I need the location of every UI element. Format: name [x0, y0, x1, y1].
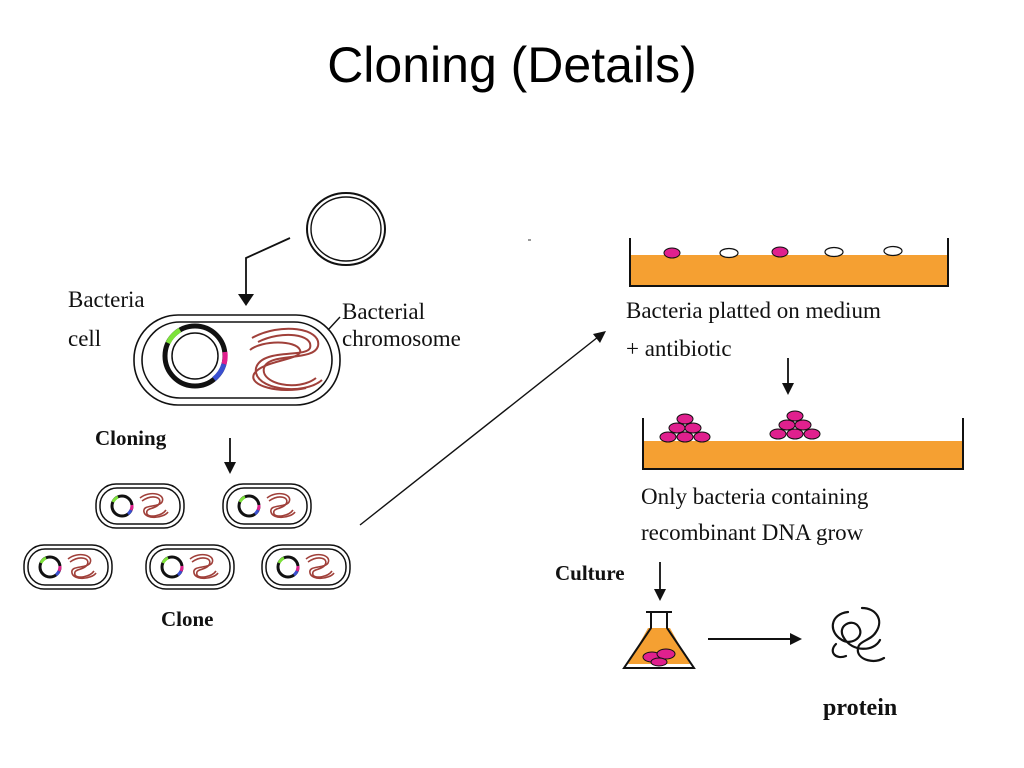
colony	[883, 245, 903, 257]
protein-icon	[831, 606, 886, 662]
clone-cell	[223, 484, 311, 528]
culture-flask	[622, 611, 696, 669]
clone-cells	[24, 484, 350, 589]
recombinant-plasmid	[306, 192, 386, 266]
colony	[771, 246, 789, 258]
transformation-arrow	[238, 237, 291, 306]
colony	[663, 247, 681, 259]
culture-label: Culture	[555, 561, 625, 585]
clone-label: Clone	[161, 607, 214, 631]
plated-label-line2: + antibiotic	[626, 336, 732, 361]
expression-arrow	[708, 633, 802, 645]
clone-cell	[96, 484, 184, 528]
cloning-arrow	[224, 438, 236, 474]
plate-selected	[642, 410, 964, 470]
selection-label-line2: recombinant DNA grow	[641, 520, 864, 545]
bacterial-chromosome-label-line2: chromosome	[342, 326, 461, 351]
bacteria-cell-label-line1: Bacteria	[68, 287, 145, 312]
bacterial-chromosome-label-line1: Bacterial	[342, 299, 426, 324]
selection-arrow	[782, 358, 794, 395]
colony-cluster	[769, 410, 821, 440]
culture-arrow	[654, 562, 666, 601]
colony-cluster	[659, 413, 711, 443]
slide-title: Cloning (Details)	[327, 37, 697, 93]
clone-cell	[24, 545, 112, 589]
clone-cell	[262, 545, 350, 589]
chromosome-pointer	[327, 316, 341, 331]
protein-label: protein	[823, 695, 898, 721]
bacteria-cell-label-line2: cell	[68, 326, 102, 351]
bacterial-chromosome	[249, 327, 323, 392]
plating-arrow	[359, 331, 606, 526]
cloning-label: Cloning	[95, 426, 167, 450]
clone-cell	[146, 545, 234, 589]
bacteria-cell	[133, 314, 341, 406]
colony	[719, 247, 739, 259]
selection-label-line1: Only bacteria containing	[641, 484, 869, 509]
colony	[824, 246, 844, 258]
plasmid	[162, 323, 228, 389]
plate-initial	[629, 238, 949, 287]
plated-label-line1: Bacteria platted on medium	[626, 298, 881, 323]
